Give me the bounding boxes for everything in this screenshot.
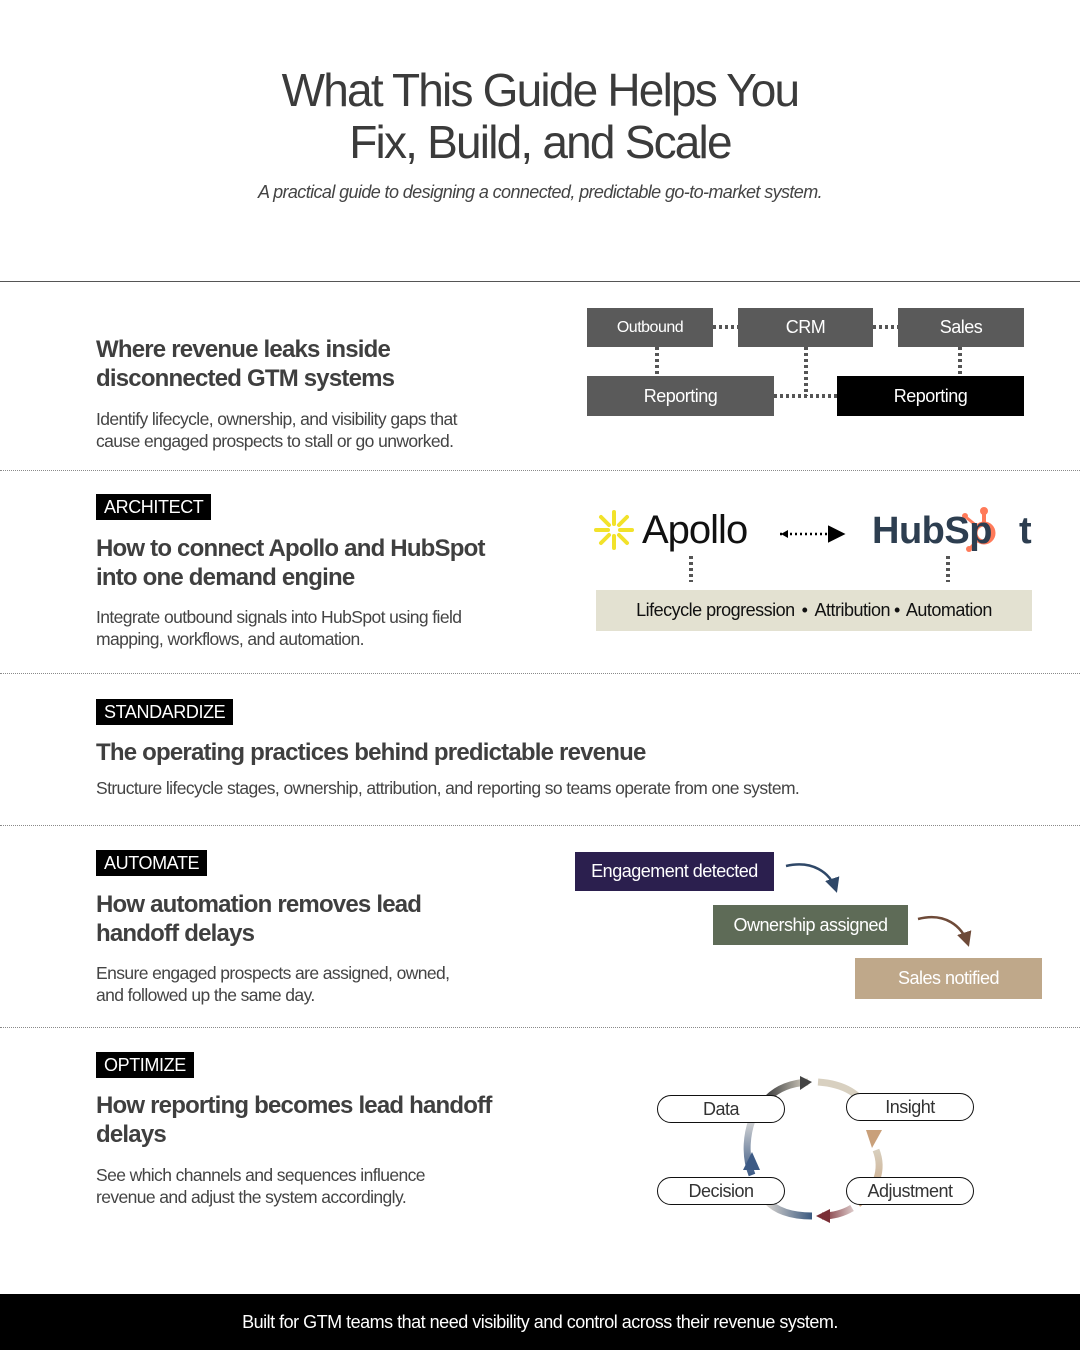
architect-tag: ARCHITECT [96,494,212,520]
automate-tag: AUTOMATE [96,850,208,876]
capability-attribution: Attribution [814,600,891,620]
standardize-description: Structure lifecycle stages, ownership, a… [96,778,800,798]
cycle-adjustment-node: Adjustment [846,1177,974,1205]
sales-box: Sales [898,308,1024,347]
hubspot-sprocket-icon [962,507,996,552]
optimize-tag: OPTIMIZE [96,1052,194,1078]
capability-lifecycle: Lifecycle progression [636,600,795,620]
cycle-decision-node: Decision [657,1177,785,1205]
architect-desc-line-2: mapping, workflows, and automation. [96,629,365,649]
standardize-tag: STANDARDIZE [96,699,234,725]
cycle-insight-node: Insight [846,1093,974,1121]
leaks-description: Identify lifecycle, ownership, and visib… [96,408,458,452]
automate-heading-line-2: handoff delays [96,920,255,947]
capabilities-bar: Lifecycle progression • Attribution • Au… [596,590,1032,631]
ownership-assigned-step: Ownership assigned [713,905,908,945]
crm-box: CRM [738,308,873,347]
automate-description: Ensure engaged prospects are assigned, o… [96,962,450,1006]
leaks-heading-line-1: Where revenue leaks inside [96,336,391,363]
optimize-desc-line-2: revenue and adjust the system accordingl… [96,1187,407,1207]
automate-desc-line-2: and followed up the same day. [96,985,315,1005]
leaks-heading-line-2: disconnected GTM systems [96,365,395,392]
architect-heading: How to connect Apollo and HubSpot into o… [96,534,485,592]
apollo-star-icon [594,510,634,550]
header-divider [0,281,1080,282]
apollo-hubspot-connectors [689,525,950,582]
leaks-heading: Where revenue leaks inside disconnected … [96,335,395,393]
standardize-heading: The operating practices behind predictab… [96,739,646,766]
reporting-left-box: Reporting [587,376,774,416]
outbound-box: Outbound [587,308,713,347]
cycle-data-node: Data [657,1095,785,1123]
leaks-desc-line-2: cause engaged prospects to stall or go u… [96,431,454,451]
optimize-heading: How reporting becomes lead handoff delay… [96,1091,492,1149]
cycle-arrowheads [743,1076,882,1223]
section-divider-3 [0,825,1080,826]
arrow-step2-to-step3 [917,916,972,947]
sales-notified-step: Sales notified [855,958,1042,999]
capability-automation: Automation [905,600,993,620]
architect-heading-line-1: How to connect Apollo and HubSpot [96,535,485,562]
automate-heading: How automation removes lead handoff dela… [96,890,422,948]
arrow-step1-to-step2 [785,863,840,893]
optimize-desc-line-1: See which channels and sequences influen… [96,1165,426,1185]
automate-heading-line-1: How automation removes lead [96,891,422,918]
leaks-desc-line-1: Identify lifecycle, ownership, and visib… [96,409,458,429]
section-divider-4 [0,1027,1080,1028]
page-subtitle: A practical guide to designing a connect… [257,182,823,202]
title-line-2: Fix, Build, and Scale [349,116,732,168]
capability-bullet: • [894,600,900,620]
architect-heading-line-2: into one demand engine [96,564,355,591]
section-divider-1 [0,470,1080,471]
section-divider-2 [0,673,1080,674]
optimize-description: See which channels and sequences influen… [96,1164,426,1208]
architect-desc-line-1: Integrate outbound signals into HubSpot … [96,607,462,627]
architect-description: Integrate outbound signals into HubSpot … [96,606,462,650]
title-line-1: What This Guide Helps You [281,64,801,116]
page-title: What This Guide Helps You Fix, Build, an… [0,64,1080,168]
apollo-logo: Apollo [642,508,748,552]
footer-banner: Built for GTM teams that need visibility… [0,1294,1080,1350]
engagement-detected-step: Engagement detected [575,852,774,891]
capability-bullet: • [801,600,808,620]
leaks-connectors [655,325,962,398]
optimize-heading-line-1: How reporting becomes lead handoff [96,1092,492,1119]
optimize-heading-line-2: delays [96,1121,167,1148]
reporting-right-box: Reporting [837,376,1024,416]
automate-desc-line-1: Ensure engaged prospects are assigned, o… [96,963,450,983]
